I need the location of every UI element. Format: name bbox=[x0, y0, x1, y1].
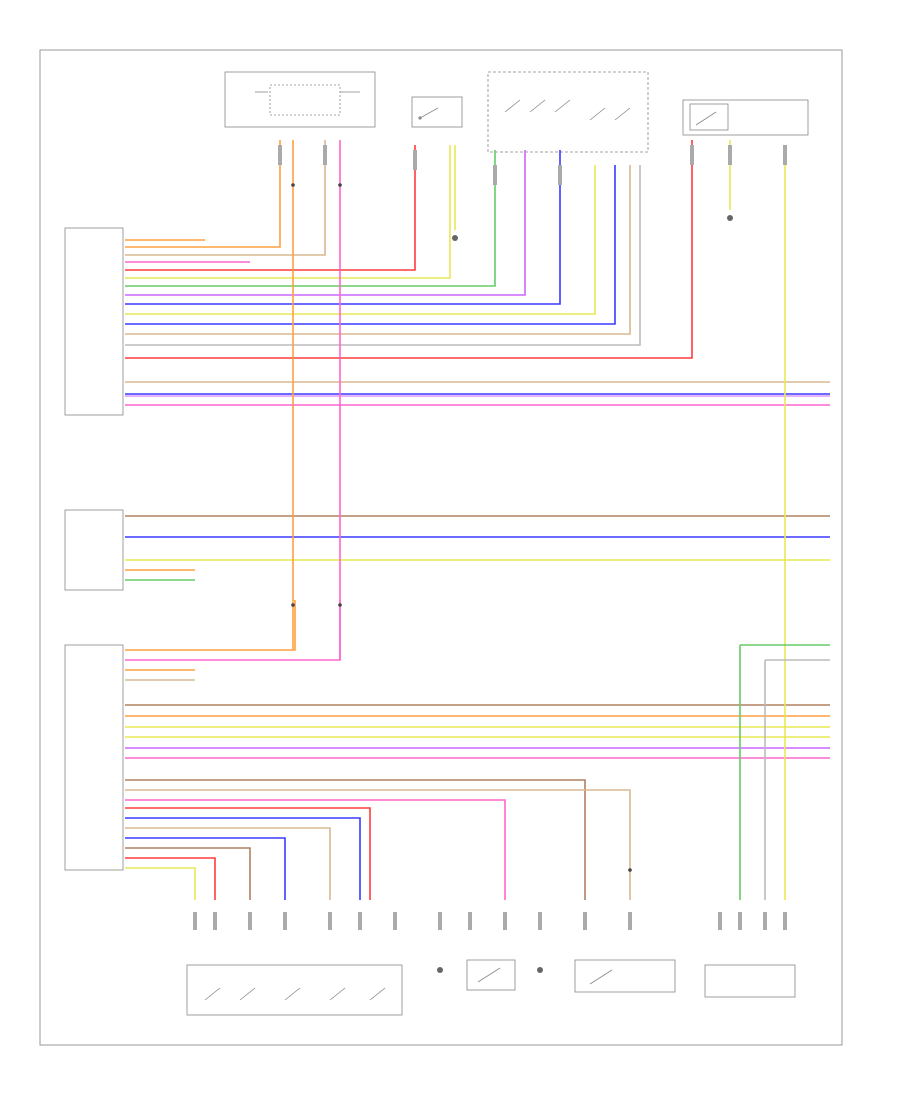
door-contact-switch bbox=[466, 959, 516, 991]
diagram-border bbox=[39, 49, 843, 1046]
middle-harness bbox=[125, 515, 830, 581]
right-lock-module bbox=[704, 964, 796, 998]
lower-harness bbox=[125, 600, 830, 900]
vertical-wires bbox=[292, 140, 830, 900]
mirror-adjust-switch bbox=[411, 96, 463, 128]
fuse-box bbox=[224, 71, 376, 128]
connector-stubs bbox=[193, 145, 787, 930]
ground-symbols bbox=[437, 215, 733, 973]
lock-unit-sensor bbox=[574, 959, 676, 993]
left-mirror-motor bbox=[64, 227, 124, 416]
driver-door-module bbox=[64, 644, 124, 871]
door-lock-unit bbox=[186, 964, 403, 1016]
left-mirror-module bbox=[682, 99, 809, 136]
splice-dots bbox=[291, 183, 632, 872]
upper-harness bbox=[125, 140, 830, 406]
door-control-module bbox=[64, 509, 124, 591]
outside-rearview-mirror bbox=[487, 71, 649, 153]
